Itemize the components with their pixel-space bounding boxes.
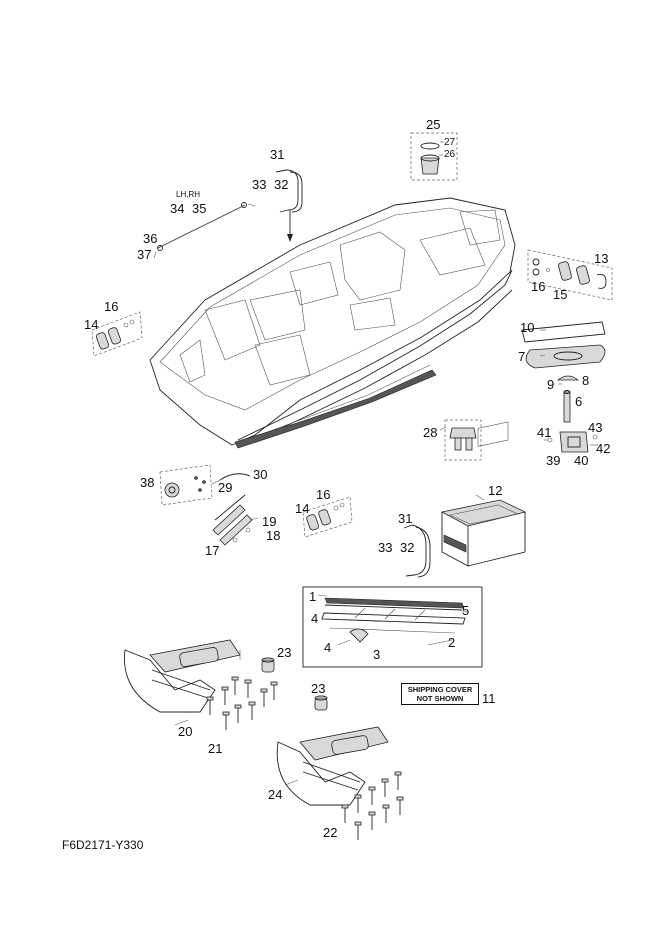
callout-12: 12 <box>488 483 503 498</box>
nuts-23 <box>261 657 328 711</box>
callout-27: 27 <box>444 137 456 148</box>
cup-holder-group <box>410 132 458 181</box>
callout-3: 3 <box>373 647 381 662</box>
callout-38: 38 <box>140 475 155 490</box>
boat-hull <box>149 197 516 449</box>
callout-24: 24 <box>268 787 283 802</box>
callout-30: 30 <box>253 467 268 482</box>
callout-31-lower: 31 <box>398 511 413 526</box>
callout-40: 40 <box>574 453 589 468</box>
side-label: LH,RH <box>176 190 201 199</box>
callout-28: 28 <box>423 425 438 440</box>
callout-43: 43 <box>588 420 603 435</box>
callout-42: 42 <box>596 441 611 456</box>
callout-23-upper: 23 <box>277 645 292 660</box>
shipping-note-line2: NOT SHOWN <box>416 694 464 703</box>
grab-handle-top <box>275 169 303 213</box>
bolts-21 <box>206 676 278 730</box>
shipping-cover-note: SHIPPING COVER NOT SHOWN <box>401 683 479 705</box>
callout-23-lower: 23 <box>311 681 326 696</box>
callout-18: 18 <box>266 528 281 543</box>
fitting-group-38 <box>159 464 251 506</box>
callout-8: 8 <box>582 373 590 388</box>
callout-36: 36 <box>143 231 158 246</box>
callout-22: 22 <box>323 825 338 840</box>
callout-13: 13 <box>594 251 609 266</box>
callout-32-top: 32 <box>274 177 289 192</box>
callout-9: 9 <box>547 377 555 392</box>
fitting-group-28 <box>444 419 482 461</box>
shipping-note-line1: SHIPPING COVER <box>407 685 473 694</box>
callout-1: 1 <box>309 589 317 604</box>
callout-19: 19 <box>262 514 277 529</box>
callout-6: 6 <box>575 394 583 409</box>
callout-17: 17 <box>205 543 220 558</box>
callout-5: 5 <box>462 603 470 618</box>
callout-14-lower: 14 <box>295 501 310 516</box>
tank-assembly-20 <box>124 639 241 713</box>
callout-21: 21 <box>208 741 223 756</box>
bracket-group-17 <box>212 494 259 546</box>
callout-31-top: 31 <box>270 147 285 162</box>
post-and-bracket <box>544 390 598 453</box>
callout-4b: 4 <box>324 640 332 655</box>
rub-rail-box <box>302 586 483 668</box>
figure-code: F6D2171-Y330 <box>62 838 144 852</box>
callout-16-upper: 16 <box>104 299 119 314</box>
cleat-group-left-lower <box>302 496 353 538</box>
callout-33-lower: 33 <box>378 540 393 555</box>
leader-arrow <box>287 210 293 242</box>
callout-7: 7 <box>518 349 526 364</box>
callout-15: 15 <box>553 287 568 302</box>
callout-29: 29 <box>218 480 233 495</box>
callout-33-top: 33 <box>252 177 267 192</box>
callout-32-lower: 32 <box>400 540 415 555</box>
callout-16-lower: 16 <box>316 487 331 502</box>
tank-assembly-24 <box>276 726 389 806</box>
callout-37: 37 <box>137 247 152 262</box>
callout-34: 34 <box>170 201 185 216</box>
cleat-group-left-upper <box>91 311 143 357</box>
callout-4a: 4 <box>311 611 319 626</box>
cooler-12 <box>440 421 527 567</box>
callout-39: 39 <box>546 453 561 468</box>
bow-rail <box>153 202 256 259</box>
callout-26: 26 <box>444 149 456 160</box>
leader-lines <box>174 329 546 786</box>
grab-handle-lower <box>403 524 431 578</box>
callout-41: 41 <box>537 425 552 440</box>
callout-2: 2 <box>448 635 456 650</box>
bolts-22 <box>341 771 404 840</box>
plate-group <box>521 321 606 385</box>
callout-11: 11 <box>482 691 496 706</box>
callout-20: 20 <box>178 724 193 739</box>
callout-16-right: 16 <box>531 279 546 294</box>
callout-35: 35 <box>192 201 207 216</box>
callout-14-upper: 14 <box>84 317 99 332</box>
callout-25: 25 <box>426 117 441 132</box>
callout-10: 10 <box>520 320 535 335</box>
cleat-group-right <box>527 249 613 301</box>
